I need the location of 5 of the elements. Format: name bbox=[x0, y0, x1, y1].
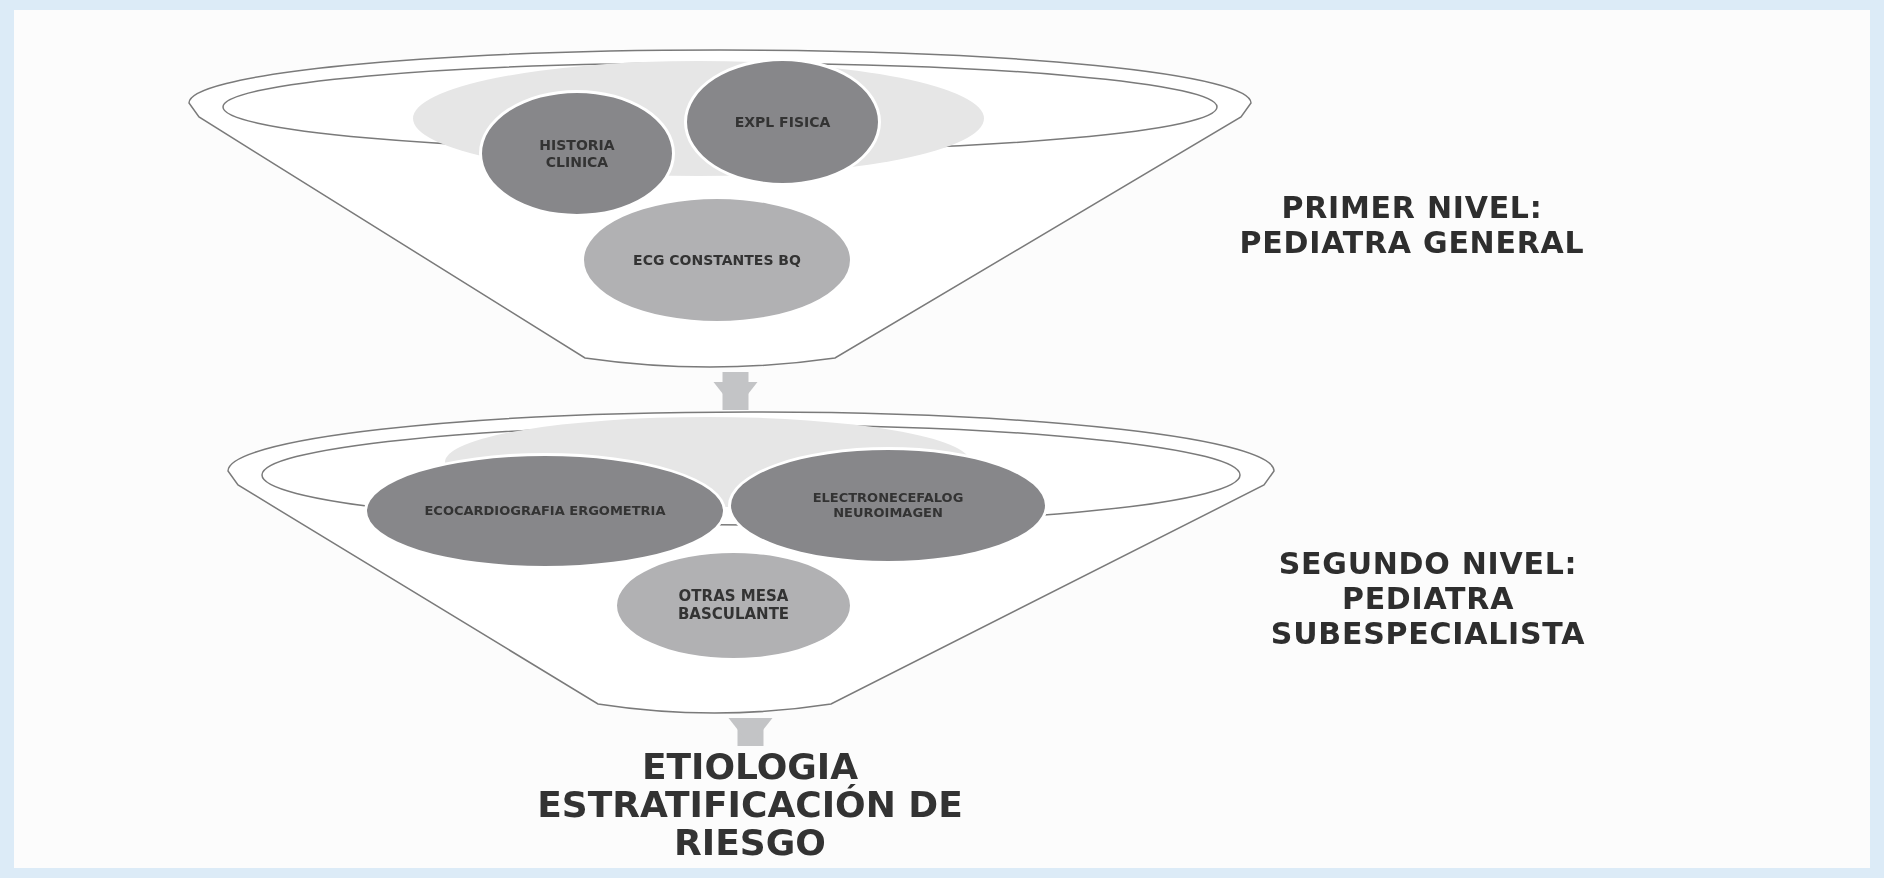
level-label: SEGUNDO NIVEL: PEDIATRA SUBESPECIALISTA bbox=[1269, 546, 1587, 651]
block-arrow bbox=[728, 718, 773, 746]
block-arrow bbox=[713, 372, 758, 410]
level-label: PRIMER NIVEL: PEDIATRA GENERAL bbox=[1238, 190, 1586, 260]
result-text: ETIOLOGIA ESTRATIFICACIÓN DE RIESGO bbox=[470, 746, 1030, 864]
